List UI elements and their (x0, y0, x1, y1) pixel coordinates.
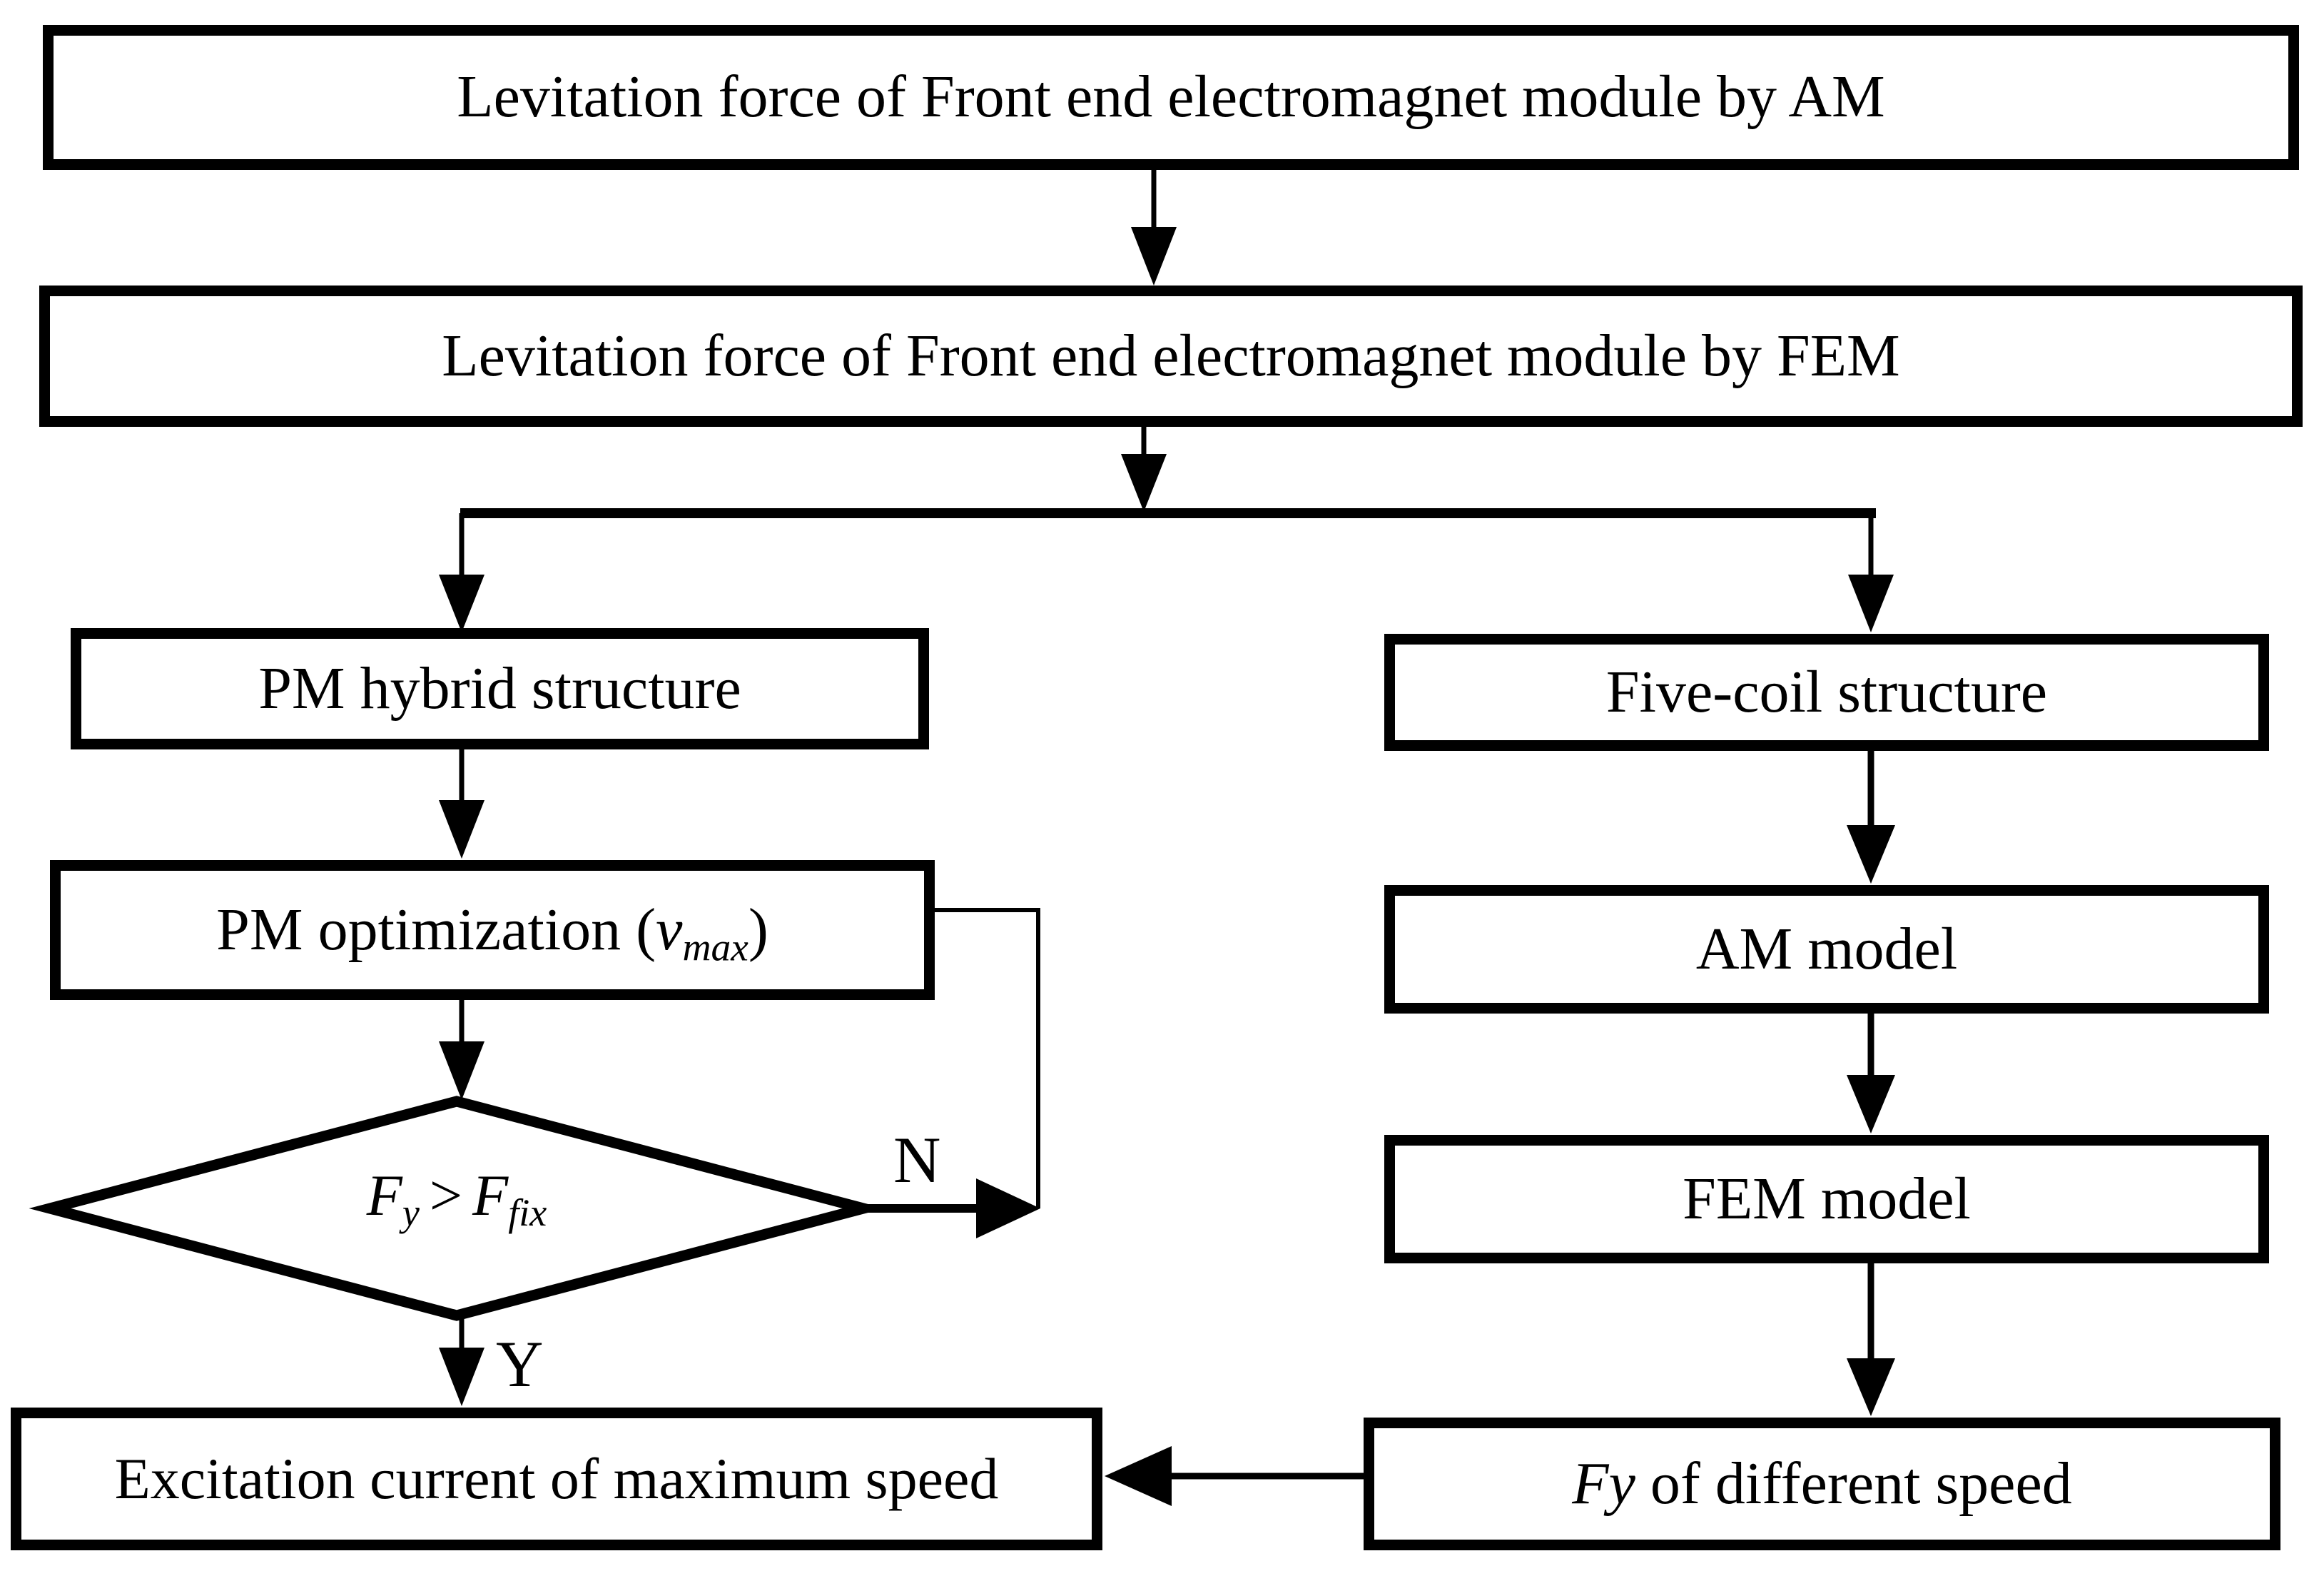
decision-condition: Fy>Ffix (171, 1162, 742, 1232)
node-excitation-current: Excitation current of maximum speed (11, 1408, 1102, 1550)
node-am-model-label: AM model (1695, 915, 1958, 982)
arrow-fy-to-excitation-head (1105, 1446, 1172, 1506)
loop-n-arrowhead (976, 1178, 1040, 1238)
arrow-am-to-fem-model-head (1847, 1075, 1895, 1133)
node-levitation-fem: Levitation force of Front end electromag… (39, 286, 2303, 427)
node-am-model: AM model (1384, 885, 2269, 1014)
pm-optimization-subscript: max (682, 925, 749, 969)
branch-label-yes: Y (496, 1328, 544, 1400)
node-levitation-am-label: Levitation force of Front end electromag… (457, 64, 1885, 131)
decision-diamond (29, 1096, 885, 1321)
decision-operator: > (429, 1163, 463, 1228)
arrow-decision-to-excitation-head (439, 1348, 484, 1406)
arrow-fem-model-to-fy-head (1847, 1358, 1895, 1416)
arrow-am-to-fem-head (1131, 227, 1177, 286)
pm-optimization-prefix: PM optimization ( (216, 896, 656, 963)
node-pm-optimization-label: PM optimization (vmax) (202, 896, 783, 966)
pm-optimization-suffix: ) (748, 896, 768, 963)
node-excitation-current-label: Excitation current of maximum speed (114, 1445, 999, 1511)
node-fy-different-speed: Fy of different speed (1364, 1418, 2280, 1550)
fy-italic-part: Fy (1572, 1450, 1635, 1517)
arrow-pm-hybrid-to-pm-opt-head (439, 800, 484, 859)
node-levitation-am: Levitation force of Front end electromag… (43, 25, 2299, 170)
fy-rest-part: of different speed (1635, 1450, 2072, 1517)
node-fem-model: FEM model (1384, 1135, 2269, 1263)
pm-optimization-variable: v (656, 896, 683, 963)
arrow-pm-opt-to-decision-head (439, 1041, 484, 1100)
node-fy-different-speed-label: Fy of different speed (1558, 1450, 2086, 1517)
decision-lhs-base: F (366, 1163, 402, 1228)
arrow-split-to-five-coil-head (1848, 575, 1894, 632)
node-levitation-fem-label: Levitation force of Front end electromag… (442, 322, 1900, 389)
decision-lhs-sub: y (402, 1191, 420, 1235)
node-pm-optimization: PM optimization (vmax) (50, 860, 935, 1000)
arrow-split-to-pm-hybrid-head (439, 575, 484, 632)
node-fem-model-label: FEM model (1683, 1165, 1971, 1232)
node-pm-hybrid-structure: PM hybrid structure (71, 628, 929, 749)
arrow-fem-to-split-head (1121, 454, 1167, 512)
decision-rhs-base: F (472, 1163, 509, 1228)
decision-rhs-sub: fix (508, 1191, 547, 1235)
node-pm-hybrid-structure-label: PM hybrid structure (258, 655, 741, 722)
branch-label-no: N (893, 1123, 941, 1196)
arrow-five-coil-to-am-head (1847, 825, 1895, 884)
node-five-coil-structure: Five-coil structure (1384, 634, 2269, 751)
node-five-coil-structure-label: Five-coil structure (1605, 658, 2048, 725)
